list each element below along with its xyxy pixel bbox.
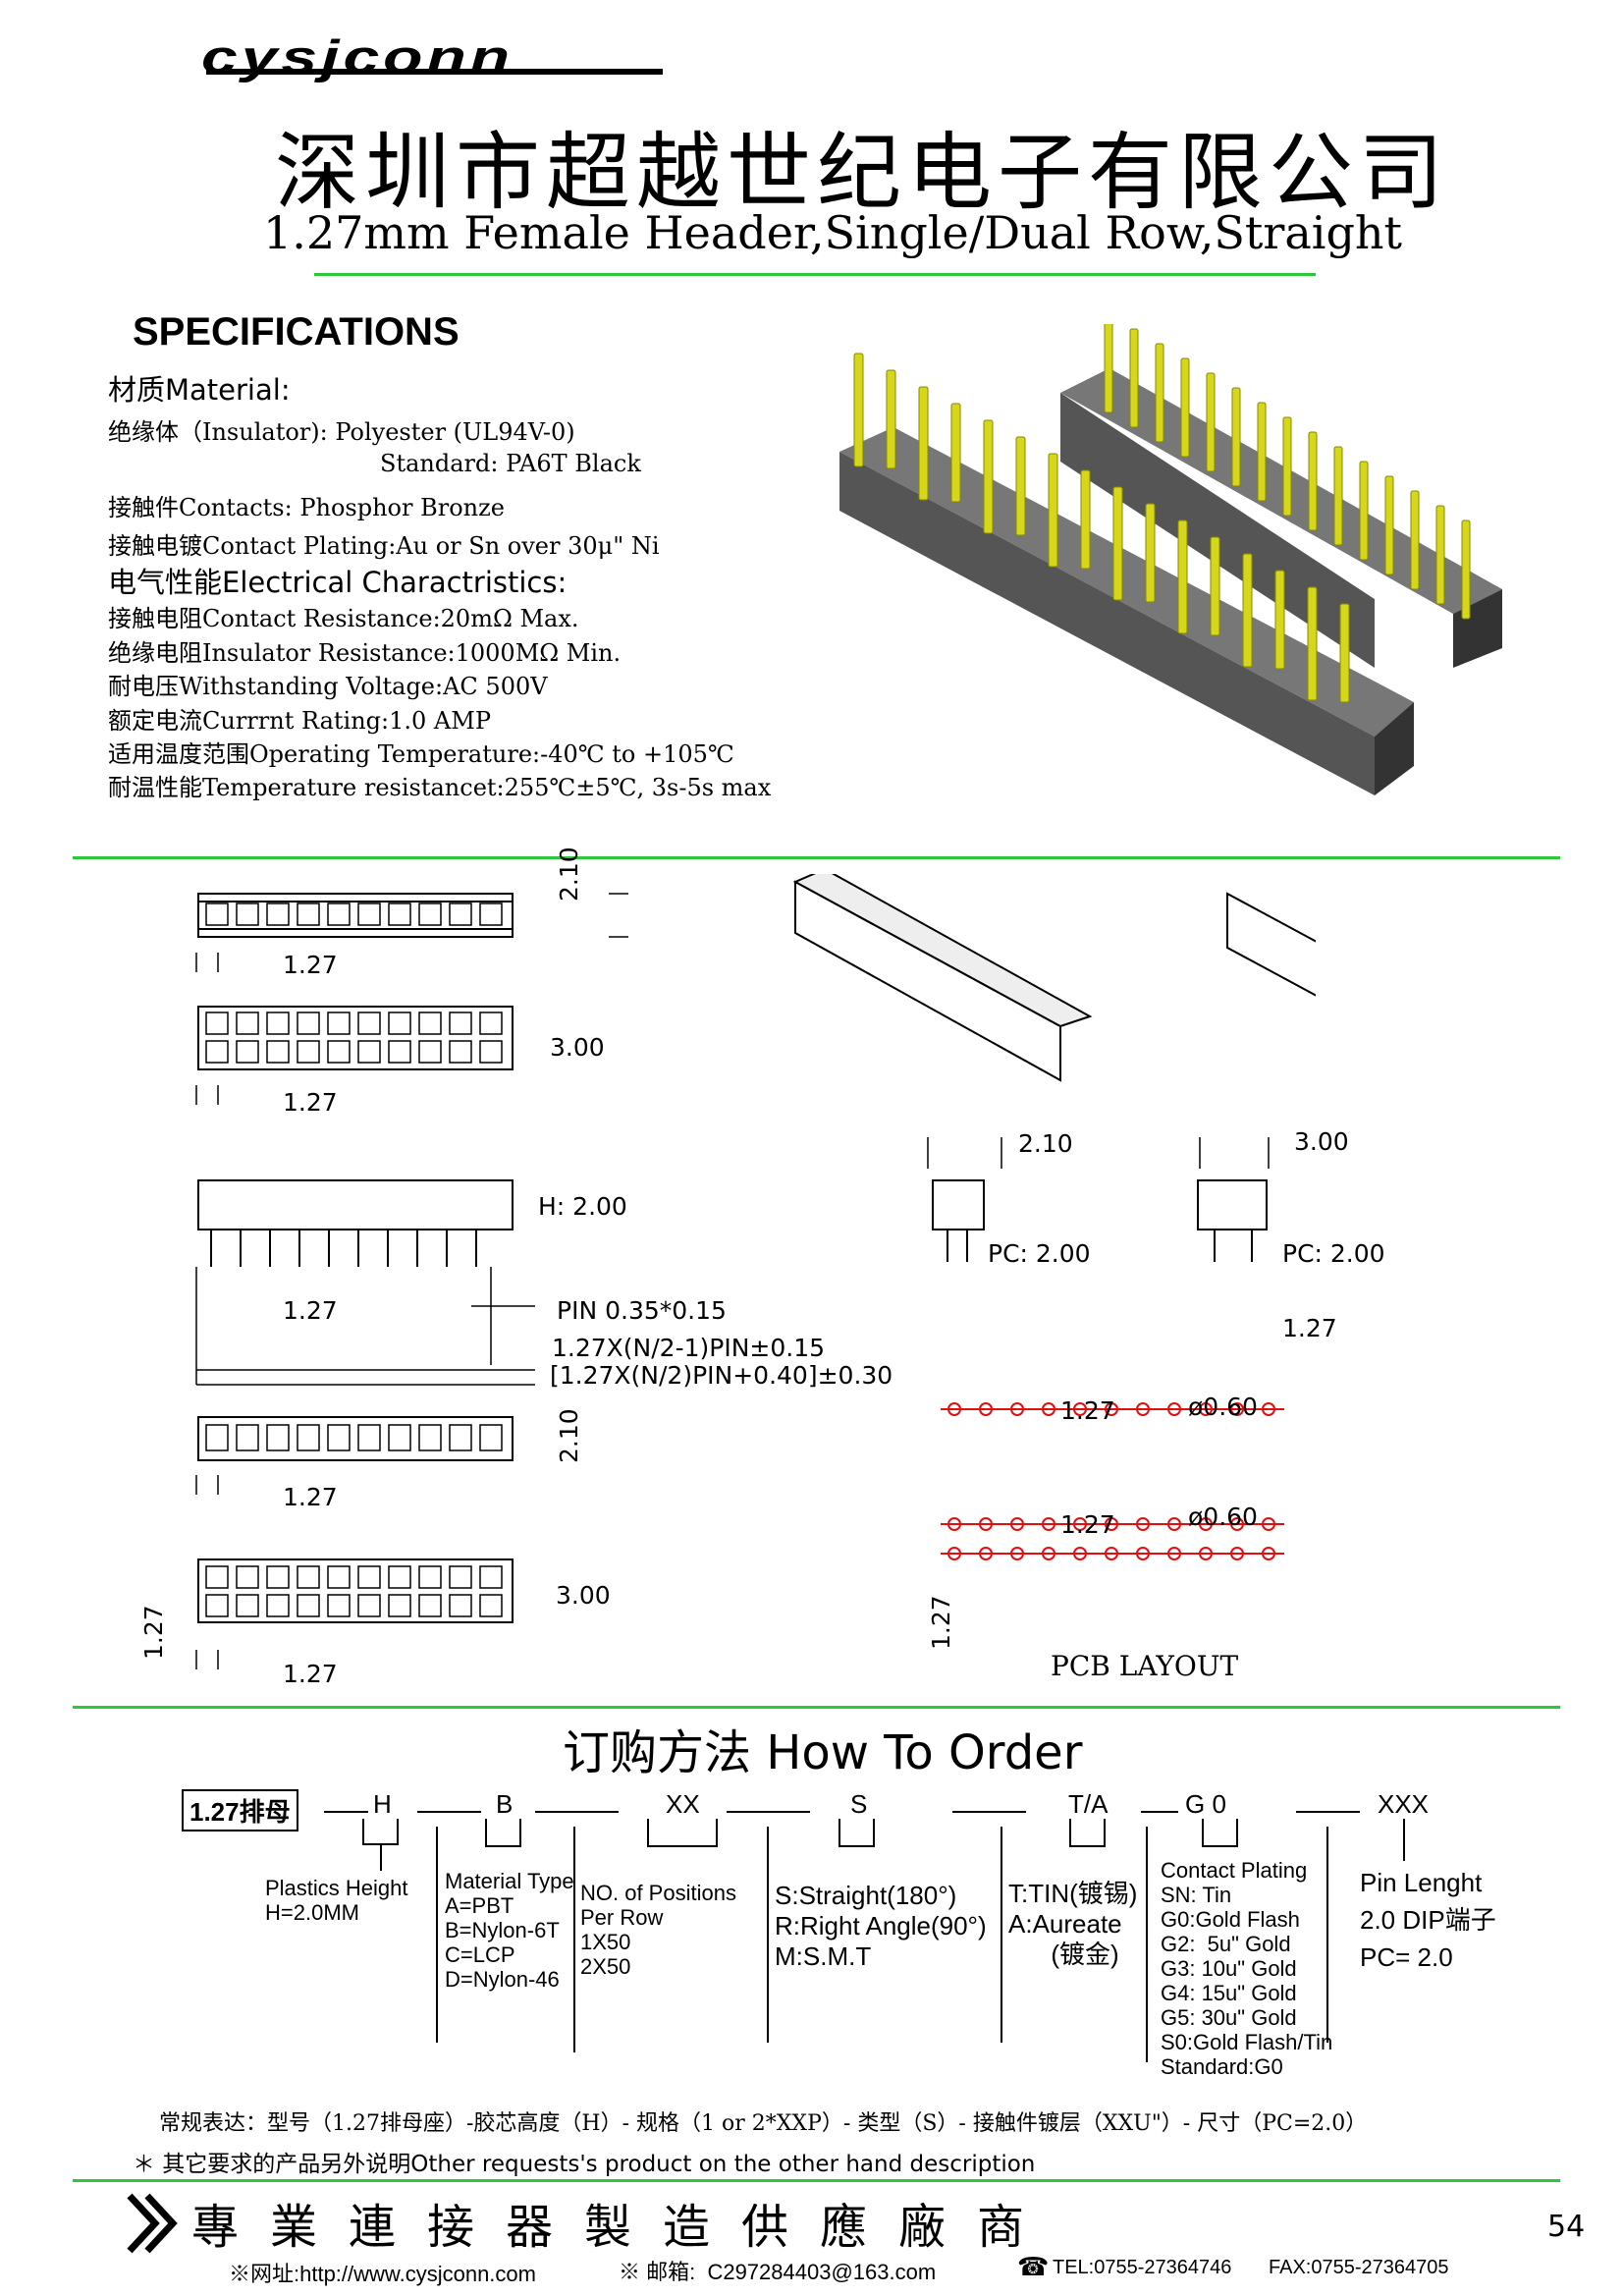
dim-formula-2: [1.27X(N/2)PIN+0.40]±0.30 [550,1361,893,1390]
order-code-positions: XX [666,1789,700,1819]
dim-pcb-pitch-1: 1.27 [1060,1396,1115,1425]
dim-side-dual-width: 3.00 [1294,1127,1349,1156]
order-code-height: H [373,1789,392,1819]
dim-pcb-pitch-2: 1.27 [1060,1510,1115,1539]
electrical-heading: 电气性能Electrical Charactristics: [108,566,568,599]
spec-plating: 接触电镀Contact Plating:Au or Sn over 30μ" N… [108,532,660,560]
order-code-type: S [850,1789,868,1819]
order-code-tin: T/A [1068,1789,1109,1819]
spec-insulator-resistance: 绝缘电阻Insulator Resistance:1000MΩ Min. [108,639,622,667]
footer-website[interactable]: ※网址:http://www.cysjconn.com [229,2262,536,2286]
spec-insulator: 绝缘体（Insulator): Polyester (UL94V-0) [108,418,575,446]
dim-pcb-hole-2: ø0.60 [1188,1503,1258,1531]
spec-temperature: 适用温度范围Operating Temperature:-40℃ to +105… [108,740,734,768]
dim-pitch-1: 1.27 [283,951,338,979]
order-tin-label: T:TIN(镀锡) A:Aureate (镀金) [1008,1879,1138,1969]
dim-single-height: 2.10 [555,847,583,902]
spec-insulator-standard: Standard: PA6T Black [380,450,641,477]
subtitle-underline [314,273,1316,276]
specifications-title: SPECIFICATIONS [133,310,460,354]
order-plating-label: Contact Plating SN: Tin G0:Gold Flash G2… [1161,1858,1333,2079]
product-illustration [839,324,1502,795]
section-divider-1 [73,856,1560,859]
other-requests: ＊ 其它要求的产品另外说明Other requests's product on… [133,2152,1036,2177]
phone-icon: ☎ [1017,2253,1050,2282]
dim-side-single-width: 2.10 [1018,1129,1073,1158]
order-type-label: S:Straight(180°) R:Right Angle(90°) M:S.… [775,1881,987,1971]
page-number: 54 [1547,2210,1586,2244]
dim-side-pitch: 1.27 [1282,1314,1337,1342]
how-to-order-title: 订购方法 How To Order [563,1725,1083,1780]
dim-pc-dual: PC: 2.00 [1282,1239,1385,1268]
order-positions-label: NO. of Positions Per Row 1X50 2X50 [580,1881,736,1979]
section-divider-3 [73,2179,1560,2182]
dim-pin-size: PIN 0.35*0.15 [557,1296,727,1325]
spec-contact-resistance: 接触电阻Contact Resistance:20mΩ Max. [108,605,579,632]
footer-motto: 專業連接器製造供應廠商 [191,2200,1056,2255]
order-code-material: B [496,1789,514,1819]
dim-height: H: 2.00 [538,1192,627,1221]
dim-pitch-2: 1.27 [283,1088,338,1117]
chevron-logo-icon [127,2193,178,2254]
dim-dual-width-top: 3.00 [550,1033,605,1062]
order-pin-length-label: Pin Lenght 2.0 DIP端子 PC= 2.0 [1360,1868,1496,1972]
footer-email[interactable]: ※ 邮箱: C297284403@163.com [619,2260,937,2284]
dim-formula-1: 1.27X(N/2-1)PIN±0.15 [552,1334,826,1362]
product-subtitle: 1.27mm Female Header,Single/Dual Row,Str… [263,206,1403,259]
order-code-plating: G 0 [1185,1789,1226,1819]
order-material-label: Material Type A=PBT B=Nylon-6T C=LCP D=N… [445,1869,574,1992]
order-height-label: Plastics Height H=2.0MM [265,1876,408,1925]
material-heading: 材质Material: [108,373,291,407]
logo-underline [206,69,663,75]
pcb-layout-label: PCB LAYOUT [1051,1650,1239,1682]
dim-dual-width-bottom: 3.00 [556,1581,611,1610]
spec-voltage: 耐电压Withstanding Voltage:AC 500V [108,673,548,700]
dim-pcb-pitch-side: 1.27 [927,1595,955,1650]
dim-pitch-3: 1.27 [283,1296,338,1325]
spec-contacts: 接触件Contacts: Phosphor Bronze [108,494,505,521]
dim-pcb-hole-1: ø0.60 [1188,1393,1258,1421]
company-name: 深圳市超越世纪电子有限公司 [275,124,1449,222]
dim-pc-single: PC: 2.00 [988,1239,1091,1268]
section-divider-2 [73,1706,1560,1709]
dim-pitch-side: 1.27 [139,1605,168,1660]
footer-tel: TEL:0755-27364746 [1053,2257,1232,2278]
dim-pitch-4: 1.27 [283,1483,338,1511]
company-logo: cysjconn [201,29,514,82]
dimension-drawings [195,874,1316,1669]
regular-expression: 常规表达：型号（1.27排母座）-胶芯高度（H）- 规格（1 or 2*XXP）… [159,2111,1368,2136]
dim-pitch-5: 1.27 [283,1660,338,1688]
order-code-box: 1.27排母 [182,1789,298,1831]
dim-single-height-2: 2.10 [555,1408,583,1463]
spec-temperature-resistance: 耐温性能Temperature resistancet:255℃±5℃, 3s-… [108,774,772,801]
spec-current: 额定电流Currrnt Rating:1.0 AMP [108,707,491,735]
order-connector-lines [324,1811,1405,2062]
order-code-pin-length: XXX [1378,1789,1430,1819]
footer-fax: FAX:0755-27364705 [1269,2257,1449,2278]
